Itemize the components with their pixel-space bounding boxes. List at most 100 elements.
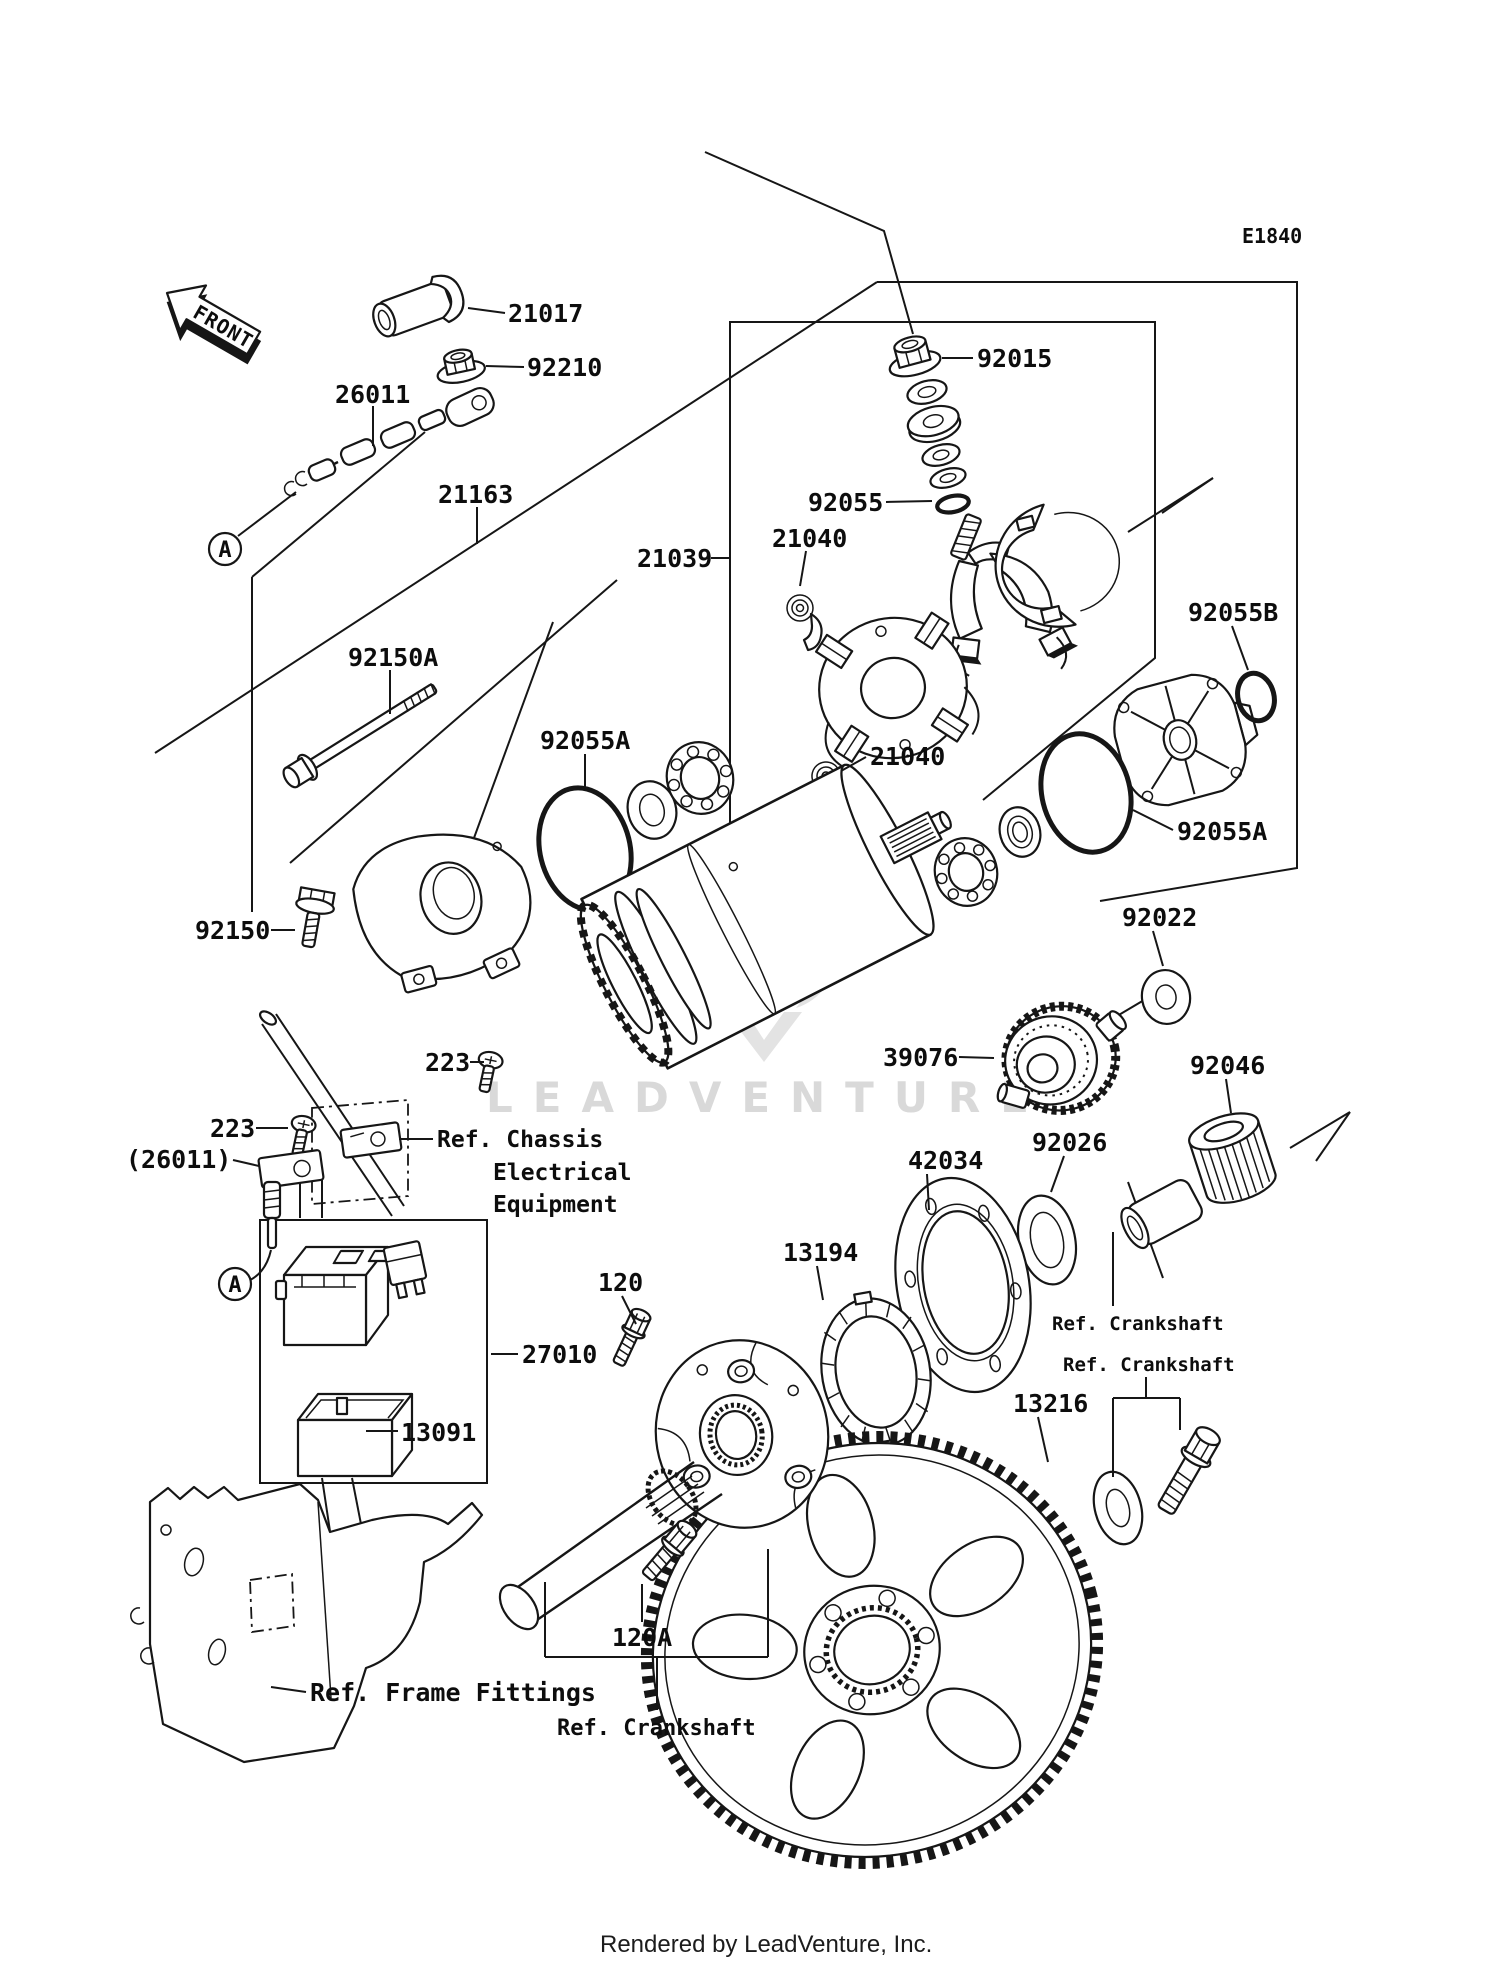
bolt-92150a <box>282 683 438 789</box>
bolt-92150 <box>295 886 336 949</box>
bolt-120a <box>641 1519 698 1582</box>
brush-spring-upper <box>786 594 823 652</box>
armature-motor-body <box>576 763 952 1070</box>
o-ring-92055 <box>935 493 971 515</box>
screw-223-lower <box>290 1114 317 1158</box>
relay-holder-13091 <box>296 1392 414 1478</box>
washer-4 <box>929 467 967 489</box>
callout-223-lower: 223 <box>210 1114 255 1143</box>
callout-39076: 39076 <box>883 1043 958 1072</box>
callout-ref-chassis-3: Equipment <box>493 1192 618 1218</box>
brush-kit-box <box>729 321 1156 930</box>
callout-223-upper: 223 <box>425 1048 470 1077</box>
needle-bearing-92046 <box>1188 1112 1277 1204</box>
callout-42034: 42034 <box>908 1146 983 1175</box>
callout-92055a-right: 92055A <box>1177 817 1267 846</box>
idle-gear-13216 <box>640 1431 1104 1869</box>
washer-3 <box>921 443 961 467</box>
terminal-plate-26011 <box>257 1149 325 1189</box>
label-leaders <box>232 307 1249 1710</box>
callout-120a: 120A <box>612 1623 672 1652</box>
starter-cable-assembly: A <box>207 274 495 567</box>
callout-ref-crankshaft-2: Ref. Crankshaft <box>1063 1354 1235 1376</box>
crank-bolt <box>1157 1426 1221 1515</box>
callout-21040-lower: 21040 <box>870 742 945 771</box>
chassis-bracket-outline <box>311 1099 409 1205</box>
nut-92015 <box>888 335 942 378</box>
callout-ref-crankshaft-bottom: Ref. Crankshaft <box>557 1716 756 1741</box>
relay-group-box <box>259 1219 488 1484</box>
washer-2 <box>906 404 962 444</box>
fuse <box>382 1240 428 1300</box>
callout-92055a-left: 92055A <box>540 726 630 755</box>
terminal-plate-chassis <box>339 1121 403 1159</box>
callout-92055: 92055 <box>808 488 883 517</box>
washer-front <box>626 780 678 840</box>
terminal-stack <box>888 335 982 561</box>
callout-92046: 92046 <box>1190 1051 1265 1080</box>
screw-223-upper <box>477 1050 504 1094</box>
clutch-flange-42034 <box>894 1176 1032 1394</box>
frame-bracket <box>130 1482 484 1764</box>
crankshaft-collar <box>1120 1179 1203 1250</box>
callout-26011: 26011 <box>335 380 410 409</box>
terminal-nut <box>436 348 486 384</box>
callout-21040-upper: 21040 <box>772 524 847 553</box>
callout-92022: 92022 <box>1122 903 1197 932</box>
callouts: E1840 21017 92210 26011 21163 92015 9205… <box>126 224 1302 1741</box>
callout-92055b: 92055B <box>1188 598 1278 627</box>
crank-washer <box>1092 1470 1144 1546</box>
callout-13216: 13216 <box>1013 1389 1088 1418</box>
end-cover <box>1113 673 1259 807</box>
detail-marker-a-top-label: A <box>218 538 231 563</box>
callout-21039: 21039 <box>637 544 712 573</box>
callout-ref-chassis-2: Electrical <box>493 1160 631 1186</box>
callout-ref-crankshaft-1: Ref. Crankshaft <box>1052 1313 1224 1335</box>
callout-ref-frame-fittings: Ref. Frame Fittings <box>310 1678 596 1707</box>
gear-cutouts <box>691 1473 1025 1820</box>
ball-bearing-rear <box>933 837 999 907</box>
callout-13194: 13194 <box>783 1238 858 1267</box>
o-ring-92055a-right <box>1038 731 1134 855</box>
cable-ring-terminal <box>445 387 495 427</box>
washer-1 <box>906 379 948 405</box>
callout-92015: 92015 <box>977 344 1052 373</box>
callout-92150a: 92150A <box>348 643 438 672</box>
callout-13091: 13091 <box>401 1418 476 1447</box>
callout-page-code: E1840 <box>1242 224 1302 248</box>
front-end-bracket <box>352 833 532 994</box>
relay-lead-rod <box>258 1010 405 1217</box>
callout-92026: 92026 <box>1032 1128 1107 1157</box>
starter-group-box <box>877 281 1298 902</box>
one-way-clutch-13194 <box>820 1290 932 1454</box>
gear-assy-39076 <box>996 1001 1127 1115</box>
detail-marker-a-bottom: A <box>217 1266 253 1302</box>
seal-ring <box>998 806 1042 858</box>
bolt-120 <box>612 1307 652 1367</box>
terminal-cap <box>372 274 465 338</box>
detail-marker-a-bottom-label: A <box>228 1273 241 1298</box>
detail-marker-a-top: A <box>207 531 243 567</box>
yoke-housing <box>994 503 1121 628</box>
clutch-hub <box>654 1339 830 1529</box>
clutch-shaft <box>498 1461 723 1631</box>
callout-120: 120 <box>598 1268 643 1297</box>
ball-bearing-front <box>665 741 735 815</box>
callout-ref-chassis-1: Ref. Chassis <box>437 1127 603 1153</box>
terminal-bolt-26011 <box>249 1180 282 1281</box>
callout-92210: 92210 <box>527 353 602 382</box>
thrust-washer-92022 <box>1140 968 1192 1026</box>
callout-21017: 21017 <box>508 299 583 328</box>
brush-holder-plate <box>814 611 980 768</box>
cable-body <box>283 408 447 497</box>
starter-relay <box>274 1245 395 1347</box>
callout-92150: 92150 <box>195 916 270 945</box>
callout-26011-paren: (26011) <box>126 1145 231 1174</box>
o-ring-92055b <box>1235 670 1277 724</box>
watermark-text: LEADVENTURE <box>486 1073 1049 1122</box>
callout-27010: 27010 <box>522 1340 597 1369</box>
callout-21163: 21163 <box>438 480 513 509</box>
terminal-stud <box>950 513 982 561</box>
